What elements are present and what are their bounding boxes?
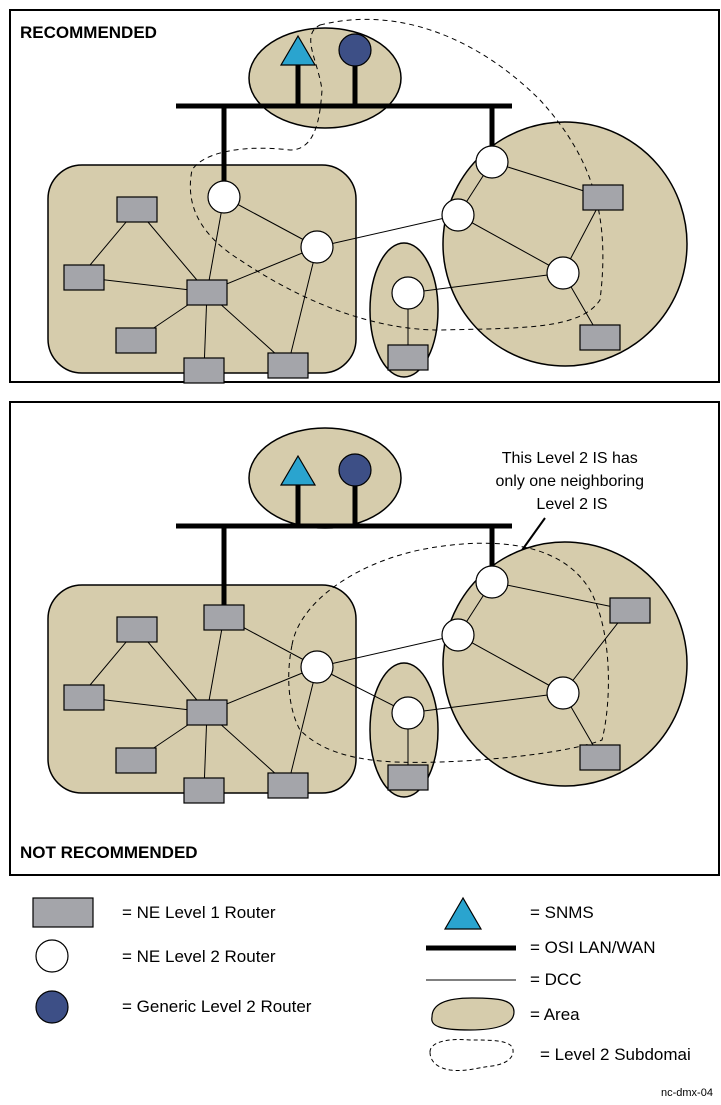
ne-level1-router	[579, 324, 621, 351]
osi-lan-wan	[176, 60, 512, 182]
panel-recommended: RECOMMENDED	[9, 9, 720, 384]
panel-title-recommended: RECOMMENDED	[20, 23, 157, 42]
legend-snms: = SNMS	[530, 903, 594, 922]
ne-level1-router	[387, 764, 429, 791]
area-management	[248, 27, 402, 129]
legend-level2-subdomain: = Level 2 Subdomai	[540, 1045, 691, 1064]
legend-ne-level1-router: = NE Level 1 Router	[122, 903, 276, 922]
panel-not-recommended: NOT RECOMMENDED This Level 2 IS has only…	[9, 401, 720, 876]
ne-level2-router	[441, 618, 475, 652]
ne-level2-router	[441, 198, 475, 232]
legend-level1-router-icon	[32, 897, 94, 928]
ne-level2-router	[391, 696, 425, 730]
ne-level1-router	[267, 352, 309, 379]
ne-level1-router	[203, 604, 245, 631]
legend-generic-level2-router: = Generic Level 2 Router	[122, 997, 312, 1016]
area-middle	[369, 662, 439, 798]
ne-level1-router	[582, 184, 624, 211]
ne-level1-router	[186, 279, 228, 306]
ne-level2-router	[546, 676, 580, 710]
dcc-links	[79, 581, 629, 791]
ne-level1-router	[387, 344, 429, 371]
legend-area: = Area	[530, 1005, 580, 1024]
legend-osi-lan-wan: = OSI LAN/WAN	[530, 938, 655, 957]
ne-level1-router	[609, 597, 651, 624]
level2-subdomain	[288, 542, 609, 763]
ne-level2-router	[300, 230, 334, 264]
legend-generic-router-icon	[35, 990, 69, 1024]
osi-lan-wan	[176, 480, 512, 605]
level2-subdomain	[189, 18, 604, 331]
panel-title-not-recommended: NOT RECOMMENDED	[20, 843, 198, 862]
callout-text: This Level 2 IS has only one neighboring…	[495, 450, 648, 513]
legend-level2-router-icon	[35, 939, 69, 973]
ne-level2-router	[475, 565, 509, 599]
legend-subdomain-icon	[429, 1039, 514, 1071]
ne-level2-router	[475, 145, 509, 179]
ne-level2-router	[300, 650, 334, 684]
legend-ne-level2-router: = NE Level 2 Router	[122, 947, 276, 966]
area-management	[248, 427, 402, 529]
ne-level2-router	[207, 180, 241, 214]
ne-level1-router	[579, 744, 621, 771]
legend: = NE Level 1 Router = NE Level 2 Router …	[32, 896, 713, 1099]
ne-level1-router	[115, 327, 157, 354]
ne-level1-router	[63, 684, 105, 711]
legend-dcc: = DCC	[530, 970, 581, 989]
ne-level1-router	[115, 747, 157, 774]
generic-level2-router	[338, 453, 372, 487]
ne-level1-router	[116, 616, 158, 643]
ne-level1-router	[116, 196, 158, 223]
area-middle	[369, 242, 439, 378]
legend-snms-icon	[443, 896, 483, 930]
ne-level1-router	[63, 264, 105, 291]
ne-level1-router	[183, 357, 225, 384]
figure-id: nc-dmx-04	[661, 1087, 713, 1099]
legend-area-icon	[431, 997, 515, 1031]
ne-level1-router	[186, 699, 228, 726]
snms-icon	[279, 454, 317, 486]
ne-level1-router	[267, 772, 309, 799]
ne-level2-router	[546, 256, 580, 290]
ne-level1-router	[183, 777, 225, 804]
snms-icon	[279, 34, 317, 66]
ne-level2-router	[391, 276, 425, 310]
generic-level2-router	[338, 33, 372, 67]
